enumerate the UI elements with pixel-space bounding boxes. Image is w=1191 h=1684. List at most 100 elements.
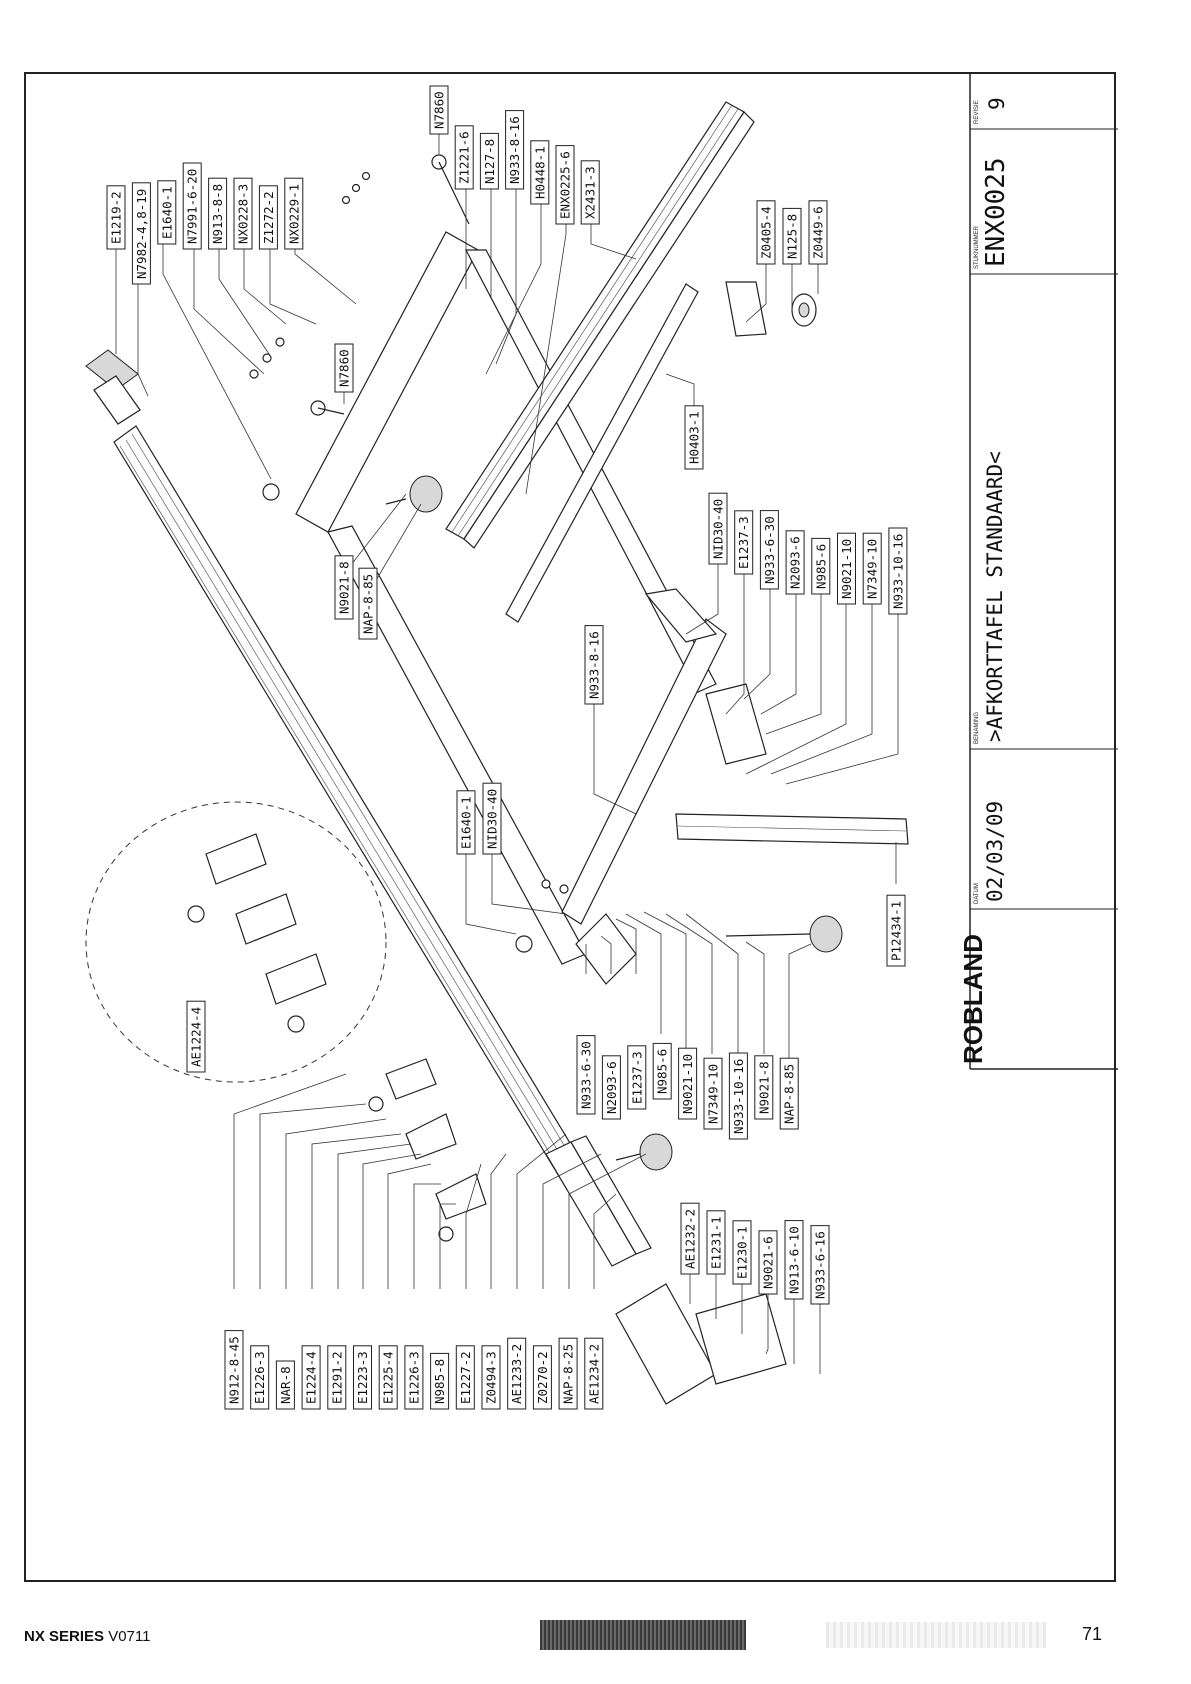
label-right-mid-4-text: N985-6	[813, 544, 828, 589]
datum-label: DATUM	[974, 883, 980, 904]
label-bottom-right-1-text: E1231-1	[709, 1216, 724, 1269]
label-bottom-left-8: N985-8	[430, 1352, 450, 1410]
label-bottom-left-14-text: AE1234-2	[586, 1344, 601, 1404]
label-bottom-left-1-box	[250, 1345, 270, 1410]
label-top-left-7: NX0229-1	[284, 177, 304, 250]
label-top-right-1-box	[454, 125, 474, 190]
label-ae1224-circle-text: AE1224-4	[189, 1007, 204, 1067]
fence-extension	[545, 1135, 652, 1267]
label-bottom-left-13-box	[558, 1337, 578, 1410]
label-bottom-right-3: N9021-6	[758, 1230, 778, 1295]
label-top-left-2: E1640-1	[157, 180, 177, 245]
label-bottom-left-2-text: NAR-8	[278, 1366, 293, 1404]
label-bottom-center-8-text: NAP-8-85	[782, 1064, 797, 1124]
label-bottom-left-12-box	[532, 1345, 552, 1410]
label-n7860-mid: N7860	[334, 343, 354, 393]
clamp-knob-bottom	[725, 915, 843, 953]
label-top-right-3-text: N933-8-16	[507, 116, 522, 184]
label-bottom-left-11-box	[507, 1337, 527, 1410]
label-bottom-left-9-box	[455, 1345, 475, 1410]
label-top-right-5-text: ENX0225-6	[558, 151, 573, 219]
label-top-right-2-box	[479, 132, 499, 190]
label-bottom-left-1: E1226-3	[250, 1345, 270, 1410]
label-bottom-right-2-text: E1230-1	[735, 1226, 750, 1279]
label-bottom-right-5: N933-6-16	[810, 1225, 830, 1305]
label-bottom-left-5-text: E1223-3	[355, 1351, 370, 1404]
label-bottom-center-7: N9021-8	[754, 1055, 774, 1120]
sliding-rail	[445, 101, 755, 549]
title-block-text: ROBLAND DATUM 02/03/09 BENAMING >AFKORTT…	[958, 97, 1011, 1064]
label-right-mid-2-text: N933-6-30	[762, 516, 777, 584]
label-right-mid-5-box	[837, 532, 856, 605]
label-bottom-left-0-text: N912-8-45	[227, 1336, 242, 1404]
label-bottom-right-5-box	[810, 1225, 830, 1305]
label-bottom-right-0-box	[680, 1202, 700, 1275]
label-bottom-right-1: E1231-1	[706, 1210, 726, 1275]
label-top-right-5: ENX0225-6	[555, 145, 575, 225]
label-bottom-right-2-box	[732, 1220, 752, 1285]
label-bottom-left-12-text: Z0270-2	[535, 1351, 550, 1404]
label-right-mid-0: NID30-40	[708, 492, 728, 565]
label-top-left-0-box	[106, 185, 126, 250]
footer-series: NX SERIES V0711	[24, 1628, 150, 1645]
label-bottom-center-2-text: E1237-3	[629, 1051, 644, 1104]
footer-faded-text	[826, 1622, 1046, 1648]
label-center-0: E1640-1	[456, 790, 476, 855]
label-bottom-left-13: NAP-8-25	[558, 1337, 578, 1410]
label-bottom-left-5: E1223-3	[353, 1345, 372, 1410]
clamp-knob-fence	[615, 1133, 673, 1171]
label-right-mid-0-box	[708, 492, 728, 565]
label-right-top-0: Z0405-4	[756, 200, 776, 265]
label-right-top-0-box	[756, 200, 776, 265]
label-bottom-left-14: AE1234-2	[584, 1337, 604, 1410]
label-top-left-5-box	[233, 177, 253, 250]
label-top-left-4-box	[208, 177, 228, 250]
label-bottom-left-3-text: E1224-4	[304, 1351, 319, 1404]
label-bottom-left-7: E1226-3	[404, 1345, 424, 1410]
label-top-right-2: N127-8	[479, 132, 499, 190]
support-leg	[675, 813, 909, 845]
label-center-1-text: NID30-40	[485, 789, 500, 849]
stuknummer-value: ENX0025	[981, 157, 1011, 267]
exploded-parts-diagram: E1219-2N7982-4,8-19E1640-1N7991-6-20N913…	[85, 74, 1118, 1410]
label-h0403-box	[684, 405, 704, 470]
footer-series-name: NX SERIES	[24, 1628, 105, 1645]
revisie-label: REVISIE	[974, 100, 980, 124]
footer-barcode-bar	[540, 1620, 746, 1650]
label-top-right-3: N933-8-16	[505, 110, 525, 190]
label-right-top-1-text: N125-8	[785, 214, 800, 259]
datum-value: 02/03/09	[983, 801, 1007, 902]
label-knob-top-1-box	[358, 567, 378, 640]
label-top-left-5-text: NX0228-3	[236, 184, 251, 244]
label-h0403-text: H0403-1	[687, 411, 702, 464]
label-top-left-4: N913-8-8	[208, 177, 228, 250]
label-knob-top-1-text: NAP-8-85	[361, 574, 376, 634]
label-bottom-left-0: N912-8-45	[224, 1330, 244, 1410]
label-bottom-center-1-box	[601, 1055, 621, 1120]
label-bottom-left-10-text: Z0494-3	[484, 1351, 499, 1404]
label-top-left-1-box	[131, 182, 151, 285]
label-bottom-right-4-text: N913-6-10	[787, 1226, 802, 1294]
flip-stop-parts	[368, 1058, 487, 1242]
label-bottom-center-5-text: N7349-10	[706, 1064, 721, 1124]
label-top-left-1: N7982-4,8-19	[131, 182, 151, 285]
label-right-mid-2: N933-6-30	[759, 510, 779, 590]
label-bottom-left-11-text: AE1233-2	[509, 1344, 524, 1404]
label-bottom-right-5-text: N933-6-16	[813, 1231, 828, 1299]
benaming-label: BENAMING	[974, 712, 980, 744]
label-center-0-text: E1640-1	[459, 796, 474, 849]
label-right-mid-2-box	[759, 510, 779, 590]
label-right-mid-1: E1237-3	[734, 510, 754, 575]
label-bottom-left-4: E1291-2	[327, 1345, 347, 1410]
label-right-mid-3-text: N2093-6	[788, 536, 803, 589]
label-top-left-0-text: E1219-2	[109, 191, 124, 244]
label-bottom-center-4: N9021-10	[678, 1047, 698, 1120]
label-right-top-1-box	[782, 207, 802, 265]
page-number: 71	[1082, 1624, 1103, 1644]
label-bottom-left-2-box	[275, 1360, 295, 1410]
label-top-left-7-text: NX0229-1	[286, 184, 301, 244]
label-n7860-mid-text: N7860	[337, 349, 352, 387]
label-top-right-1-text: Z1221-6	[457, 131, 472, 184]
small-fasteners	[249, 154, 569, 953]
